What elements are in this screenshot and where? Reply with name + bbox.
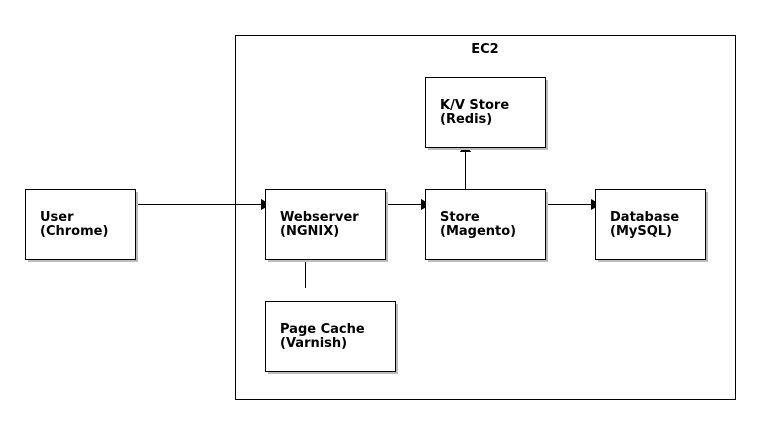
node-kv-store-title: K/V Store [440,98,509,113]
node-user-title: User [40,210,74,225]
edge-store-database [545,199,601,210]
node-page-cache-subtitle: (Varnish) [280,336,347,351]
node-page-cache-title: Page Cache [280,322,365,337]
node-user: User (Chrome) [25,189,138,262]
node-webserver: Webserver (NGNIX) [265,189,388,262]
edge-user-webserver [135,199,271,210]
node-webserver-title: Webserver [280,210,359,225]
edge-webserver-store [385,199,431,210]
node-webserver-subtitle: (NGNIX) [280,224,339,239]
node-kv-store-subtitle: (Redis) [440,112,492,127]
node-page-cache: Page Cache (Varnish) [265,301,398,374]
node-store: Store (Magento) [425,189,548,262]
node-kv-store: K/V Store (Redis) [425,77,548,150]
node-user-subtitle: (Chrome) [40,224,108,239]
node-store-subtitle: (Magento) [440,224,516,239]
node-database: Database (MySQL) [595,189,708,262]
node-database-subtitle: (MySQL) [610,224,672,239]
ec2-label: EC2 [471,42,498,57]
node-database-title: Database [610,210,679,225]
node-store-title: Store [440,210,480,225]
ec2-container: EC2 [235,35,736,400]
